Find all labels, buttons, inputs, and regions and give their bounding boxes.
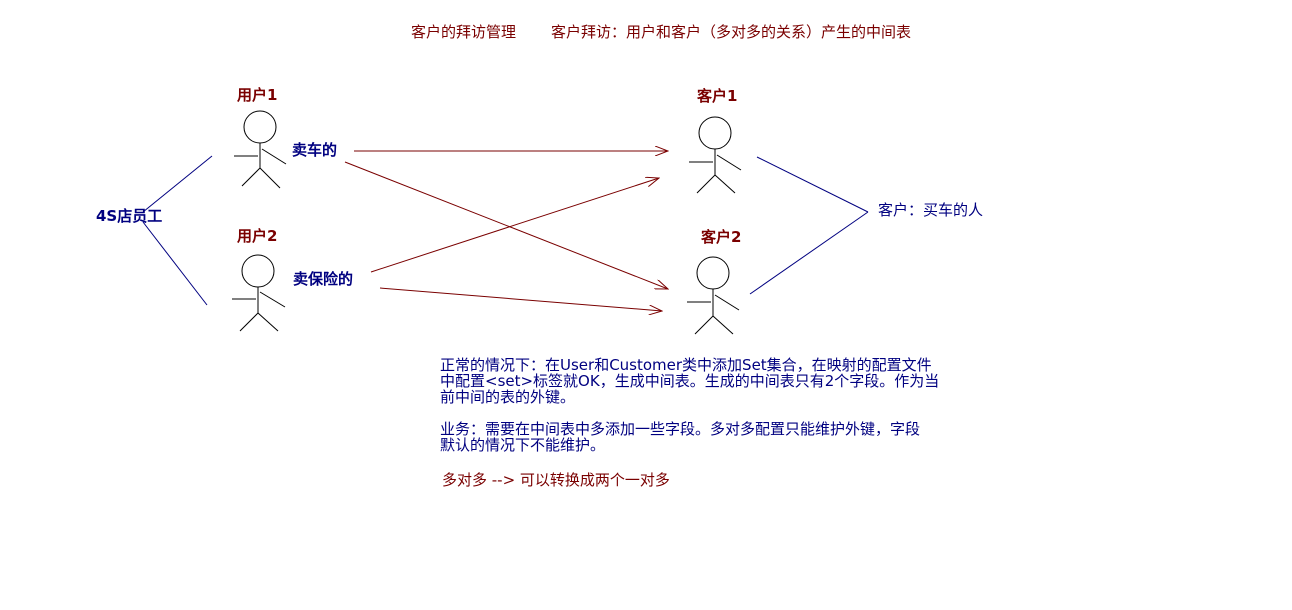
note-normal-line2: 中配置<set>标签就OK，生成中间表。生成的中间表只有2个字段。作为当	[440, 372, 940, 390]
customer-bracket	[749, 156, 869, 295]
customer1-stick-figure-icon	[689, 116, 742, 194]
arrow-user2-to-customer2	[379, 287, 662, 311]
note-conversion: 多对多 --> 可以转换成两个一对多	[442, 471, 670, 489]
sell-car-label: 卖车的	[292, 141, 338, 159]
user1-stick-figure-icon	[234, 110, 287, 189]
customer1-label: 客户1	[697, 87, 738, 105]
note-business-line2: 默认的情况下不能维护。	[440, 436, 606, 454]
arrow-user1-to-customer2	[344, 161, 668, 289]
diagram-title: 客户的拜访管理	[411, 23, 517, 41]
note-business-line1: 业务：需要在中间表中多添加一些字段。多对多配置只能维护外键，字段	[440, 420, 921, 438]
customer-description-label: 客户：买车的人	[878, 201, 984, 219]
sell-insurance-label: 卖保险的	[293, 270, 354, 288]
user1-label: 用户1	[237, 86, 278, 104]
customer2-stick-figure-icon	[687, 256, 740, 335]
store-staff-bracket	[142, 155, 213, 306]
user2-label: 用户2	[237, 227, 278, 245]
relationship-arrows	[344, 151, 668, 311]
diagram-subtitle: 客户拜访：用户和客户（多对多的关系）产生的中间表	[551, 23, 912, 41]
customer2-label: 客户2	[701, 228, 742, 246]
user2-stick-figure-icon	[232, 254, 286, 332]
note-normal-line1: 正常的情况下：在User和Customer类中添加Set集合，在映射的配置文件	[440, 356, 932, 374]
arrow-user2-to-customer1	[370, 178, 659, 273]
note-normal-line3: 前中间的表的外键。	[440, 388, 576, 406]
store-staff-label: 4S店员工	[96, 207, 163, 225]
